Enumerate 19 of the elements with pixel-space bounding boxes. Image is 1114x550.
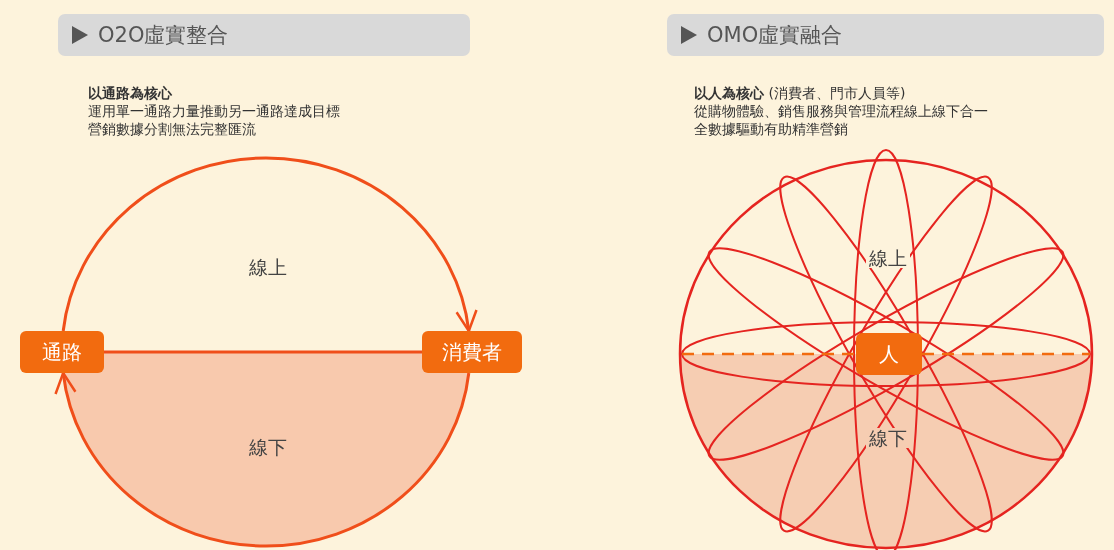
node-tag: 通路 [20,331,104,373]
section-header [58,14,470,56]
description-text: 營銷數據分割無法完整匯流 [88,120,256,138]
description-text: 以人為核心 (消費者、門市人員等) [694,84,906,102]
region-label: 線上 [249,258,287,276]
header-title: OMO虛實融合 [707,22,843,49]
description-text: 從購物體驗、銷售服務與管理流程線上線下合一 [694,102,988,120]
node-tag: 人 [856,333,922,375]
section-header [667,14,1104,56]
header-title: O2O虛實整合 [98,22,229,49]
description-text: 運用單一通路力量推動另一通路達成目標 [88,102,340,120]
region-label: 線下 [866,428,910,448]
region-label: 線上 [866,248,910,268]
node-tag: 消費者 [422,331,522,373]
heading-text: 以通路為核心 [88,84,172,102]
region-label: 線下 [249,438,287,456]
connector-line [104,350,422,354]
arrow [61,156,477,333]
description-text: 全數據驅動有助精準營銷 [694,120,848,138]
